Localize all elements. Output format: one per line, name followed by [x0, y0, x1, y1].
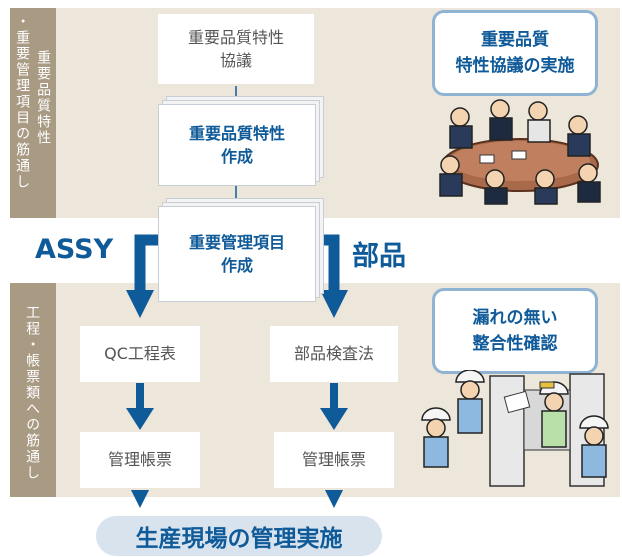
box-quality-creation: 重要品質特性作成 — [158, 104, 316, 186]
callout-top-line1: 重要品質 — [481, 29, 549, 50]
box-control-form-left: 管理帳票 — [80, 432, 200, 488]
parts-label: 部品 — [352, 241, 406, 272]
inspection-illustration — [421, 370, 609, 487]
box3-line2: 作成 — [220, 256, 253, 275]
box-quality-consultation: 重要品質特性協議 — [158, 14, 314, 84]
bottom-band-label-column — [10, 283, 56, 497]
callout-bottom-line2: 整合性確認 — [472, 334, 558, 354]
box1-line1: 重要品質特性 — [187, 27, 284, 47]
top-band-label-2: ・重要管理項目の筋通し — [14, 14, 31, 190]
callout-consultation: 重要品質特性協議の実施 — [432, 10, 598, 96]
box3-line1: 重要管理項目 — [188, 232, 285, 252]
box-control-item-creation: 重要管理項目作成 — [158, 206, 316, 302]
box2-line1: 重要品質特性 — [188, 123, 285, 143]
shopfloor-implementation-label: 生産現場の管理実施 — [96, 516, 382, 556]
top-band-label-1: 重要品質特性 — [35, 50, 52, 146]
box-parts-inspection: 部品検査法 — [270, 326, 398, 382]
callout-consistency: 漏れの無い整合性確認 — [432, 288, 598, 374]
box1-line2: 協議 — [219, 51, 252, 70]
meeting-illustration — [439, 99, 601, 205]
box-qc-process-chart: QC工程表 — [80, 326, 200, 382]
box2-line2: 作成 — [220, 147, 253, 166]
assy-label: ASSY — [35, 234, 114, 265]
box-control-form-right: 管理帳票 — [274, 432, 394, 488]
callout-bottom-line1: 漏れの無い — [472, 307, 558, 328]
top-band-label-column — [10, 8, 56, 218]
callout-top-line2: 特性協議の実施 — [455, 56, 575, 76]
bottom-band-label: 工程・帳票類への筋通し — [24, 305, 41, 481]
